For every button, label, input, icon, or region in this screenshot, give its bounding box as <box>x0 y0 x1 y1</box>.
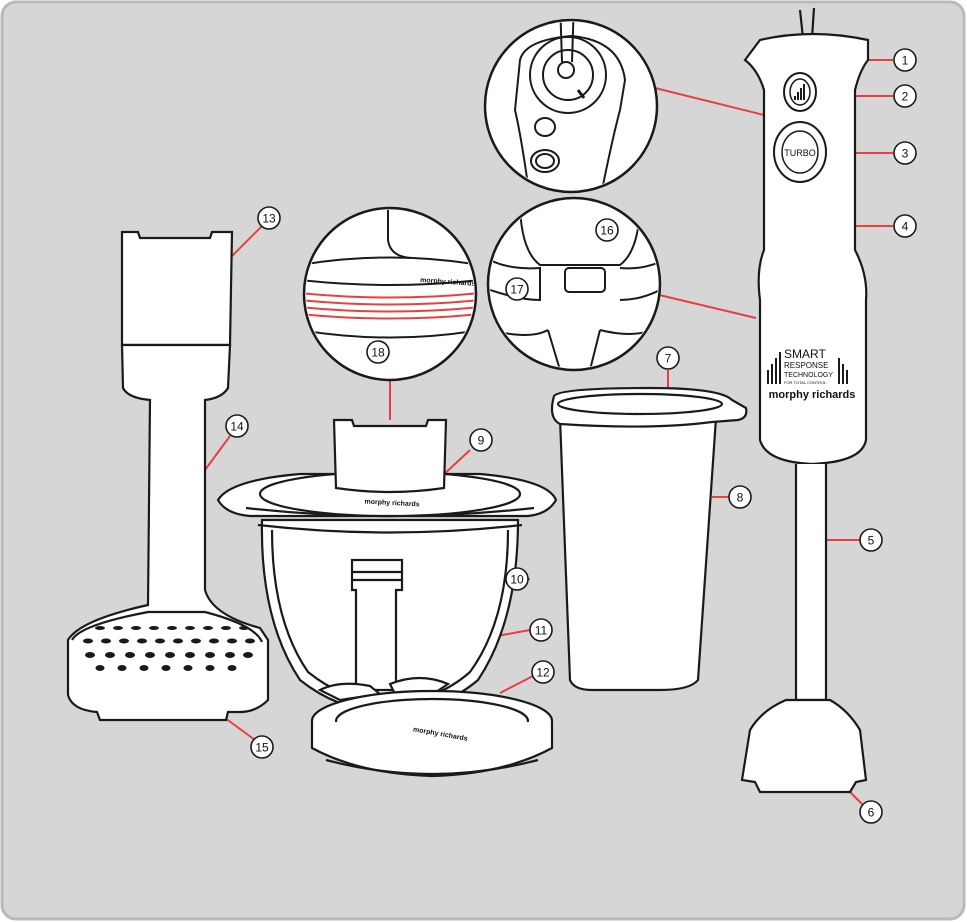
callout-number: 11 <box>535 624 548 638</box>
masher-hole <box>228 665 237 671</box>
smart-text: SMART <box>784 347 826 361</box>
masher-hole <box>205 652 215 658</box>
masher-hole <box>119 639 129 644</box>
callout-3: 3 <box>894 142 916 164</box>
total-control-text: FOR TOTAL CONTROL <box>784 380 827 385</box>
masher-hole <box>225 652 235 658</box>
masher-hole <box>125 652 135 658</box>
masher-hole <box>185 626 195 630</box>
callout-number: 12 <box>536 666 550 680</box>
masher-hole <box>245 639 255 644</box>
callout-10: 10 <box>506 568 528 590</box>
masher-hole <box>185 652 195 658</box>
callout-13: 13 <box>258 207 280 229</box>
masher-hole <box>243 652 253 658</box>
technology-text: TECHNOLOGY <box>784 372 833 379</box>
response-text: RESPONSE <box>784 361 828 370</box>
callout-number: 8 <box>737 491 744 505</box>
brand-logo-handle: morphy richards <box>769 389 856 401</box>
callout-9: 9 <box>470 429 492 451</box>
turbo-label: TURBO <box>784 148 816 158</box>
callout-5: 5 <box>860 529 882 551</box>
masher-hole <box>203 626 213 630</box>
masher-hole <box>149 626 159 630</box>
callout-7: 7 <box>657 347 679 369</box>
masher-hole <box>83 639 93 644</box>
masher-hole <box>191 639 201 644</box>
masher-hole <box>239 626 249 630</box>
callout-number: 10 <box>510 573 524 587</box>
callout-number: 6 <box>868 806 875 820</box>
callout-number: 18 <box>371 346 385 360</box>
callout-4: 4 <box>894 215 916 237</box>
masher-hole <box>96 665 105 671</box>
speed-button <box>784 73 816 111</box>
masher-hole <box>206 665 215 671</box>
masher-hole <box>101 639 111 644</box>
callout-number: 5 <box>868 534 875 548</box>
masher-hole <box>167 626 177 630</box>
callout-12: 12 <box>532 661 554 683</box>
masher-hole <box>131 626 141 630</box>
callout-2: 2 <box>894 85 916 107</box>
callout-number: 2 <box>902 90 909 104</box>
callout-16: 16 <box>596 219 618 241</box>
callout-14: 14 <box>226 415 248 437</box>
masher-hole <box>137 639 147 644</box>
turbo-button: TURBO <box>774 122 826 182</box>
callout-18: 18 <box>367 341 389 363</box>
callout-number: 9 <box>478 434 485 448</box>
callout-number: 7 <box>665 352 672 366</box>
callout-number: 4 <box>902 220 909 234</box>
masher-hole <box>227 639 237 644</box>
masher-hole <box>155 639 165 644</box>
masher-hole <box>221 626 231 630</box>
masher-hole <box>85 652 95 658</box>
masher-hole <box>173 639 183 644</box>
callout-1: 1 <box>894 49 916 71</box>
callout-number: 14 <box>230 420 244 434</box>
callout-15: 15 <box>251 736 273 758</box>
masher-hole <box>95 626 105 630</box>
masher-hole <box>162 665 171 671</box>
masher-hole <box>184 665 193 671</box>
masher-hole <box>105 652 115 658</box>
callout-number: 15 <box>255 741 269 755</box>
callout-number: 13 <box>262 212 276 226</box>
callout-8: 8 <box>729 486 751 508</box>
masher-hole <box>209 639 219 644</box>
callout-number: 1 <box>902 54 909 68</box>
masher-hole <box>140 665 149 671</box>
callout-number: 17 <box>510 283 524 297</box>
masher-hole <box>118 665 127 671</box>
callout-11: 11 <box>530 619 552 641</box>
masher-hole <box>165 652 175 658</box>
callout-17: 17 <box>506 278 528 300</box>
callout-number: 16 <box>600 224 614 238</box>
callout-number: 3 <box>902 147 909 161</box>
callout-6: 6 <box>860 801 882 823</box>
masher-hole <box>145 652 155 658</box>
masher-hole <box>113 626 123 630</box>
